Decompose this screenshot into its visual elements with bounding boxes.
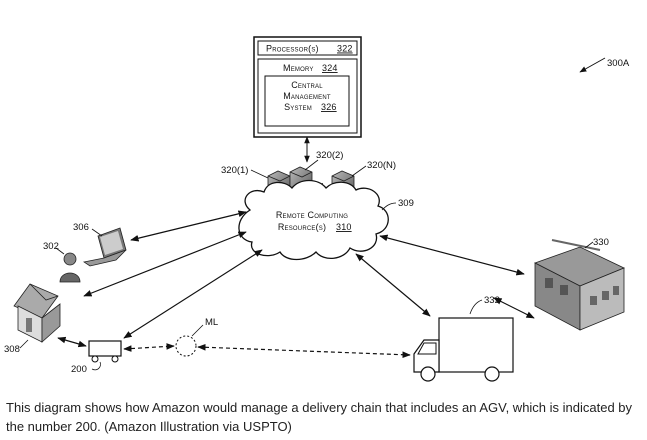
server-1-ref: 320(1) [221, 165, 248, 176]
warehouse-ref: 330 [593, 237, 609, 248]
delivery-truck-icon [413, 317, 514, 382]
cloud-truck-arrow [355, 253, 431, 317]
truck-warehouse-arrow [493, 297, 535, 319]
cms-line2: Management [283, 91, 331, 101]
laptop-ref: 306 [73, 222, 89, 233]
memory-label: Memory [283, 63, 314, 73]
house-leader [19, 339, 29, 349]
ml-truck-dashed-arrow [197, 343, 411, 359]
user-icon [59, 252, 81, 283]
agv-cloud-arrow [123, 249, 263, 339]
truck-ref: 332 [484, 295, 500, 306]
server-2-leader [304, 159, 319, 171]
cloud-warehouse-arrow [379, 234, 525, 276]
house-agv-arrow [57, 336, 87, 348]
agv-ref: 200 [71, 364, 87, 375]
cms-ref: 326 [321, 102, 337, 112]
cloud-line1: Remote Computing [276, 210, 348, 220]
cms-line1: Central [291, 80, 323, 90]
laptop-icon [82, 227, 127, 267]
house-icon [13, 283, 61, 343]
cms-line3: System [284, 102, 312, 112]
remote-computing-cloud [238, 179, 389, 261]
agv-cart-icon [88, 340, 122, 363]
ml-location-marker [175, 335, 197, 357]
server-n-leader [351, 165, 367, 177]
laptop-leader [91, 228, 103, 237]
cloud-callout-leader [381, 202, 397, 211]
memory-ref: 324 [322, 63, 338, 73]
cloud-ref: 310 [336, 222, 352, 232]
ml-label: ML [205, 317, 218, 328]
processor-label: Processor(s) [266, 44, 319, 54]
cloud-callout-ref: 309 [398, 198, 414, 209]
user-leader [55, 247, 65, 255]
server-2-ref: 320(2) [316, 150, 343, 161]
server-1-leader [250, 169, 269, 179]
user-ref: 302 [43, 241, 59, 252]
agv-leader [91, 361, 101, 371]
ml-leader [191, 324, 204, 337]
cloud-line2: Resource(s) [278, 222, 326, 232]
warehouse-icon [533, 239, 625, 331]
house-ref: 308 [4, 344, 20, 355]
laptop-cloud-arrow [130, 210, 247, 242]
figure-label: 300A [607, 58, 630, 69]
warehouse-leader [584, 241, 594, 249]
processor-ref: 322 [337, 44, 353, 54]
image-caption: This diagram shows how Amazon would mana… [6, 400, 633, 434]
agv-ml-dashed-arrow [123, 343, 175, 352]
server-system-box: Processor(s) 322 Memory 324 Central Mana… [253, 36, 362, 163]
server-n-ref: 320(N) [367, 160, 396, 171]
delivery-chain-diagram: 300A Processor(s) 322 Memory 324 Central… [4, 36, 630, 382]
truck-leader [469, 299, 483, 315]
figure-label-arrow [579, 57, 606, 73]
